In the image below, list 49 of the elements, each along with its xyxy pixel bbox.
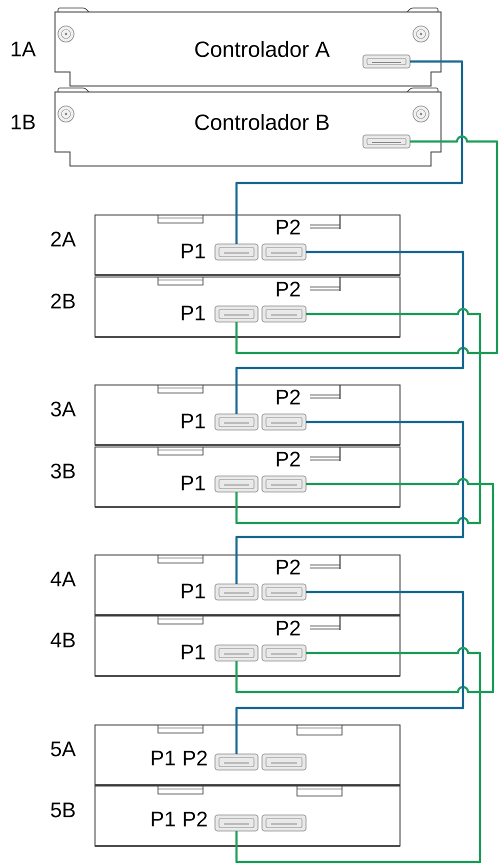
connector-port xyxy=(262,476,306,492)
port-label: P2 xyxy=(276,390,300,404)
connector-port xyxy=(214,414,258,430)
port-label: P1 xyxy=(182,644,205,660)
port-label: P1 xyxy=(182,244,205,258)
cable xyxy=(235,308,482,524)
unit-label: 4A xyxy=(50,572,76,586)
connector-port xyxy=(262,814,306,832)
port-label: P2 xyxy=(276,452,300,466)
cable xyxy=(235,590,464,754)
unit-label: 3A xyxy=(50,402,76,416)
connector-port xyxy=(262,414,306,430)
port-label: P1 xyxy=(182,476,205,490)
connector-port xyxy=(262,584,306,600)
connector-port xyxy=(262,754,306,770)
connector-port xyxy=(262,306,306,322)
connector-port xyxy=(214,814,258,832)
cable xyxy=(235,135,498,354)
connector-port xyxy=(262,244,306,260)
unit-label: 2A xyxy=(51,232,76,246)
connector-port xyxy=(214,644,258,662)
connector-port xyxy=(214,244,258,260)
connector-port xyxy=(262,644,306,662)
unit-label: 2B xyxy=(51,294,75,308)
connector-port xyxy=(214,476,258,492)
unit-label: 5B xyxy=(51,802,75,818)
port-label: P2 xyxy=(184,812,207,826)
unit-label: 5A xyxy=(51,742,76,756)
unit-label: 1A xyxy=(12,42,36,56)
cable xyxy=(235,420,464,584)
port-label: P2 xyxy=(184,750,207,766)
cable xyxy=(235,478,494,694)
unit-label: 4B xyxy=(50,632,75,648)
unit-label: 3B xyxy=(50,464,75,478)
port-label: P2 xyxy=(276,620,300,636)
port-label: P2 xyxy=(276,282,300,296)
cable xyxy=(235,646,482,864)
connector-port xyxy=(214,754,258,770)
port-label: P1 xyxy=(182,306,205,320)
connector-port xyxy=(214,584,258,600)
port-label: P2 xyxy=(276,560,300,574)
port-label: P2 xyxy=(276,220,300,234)
port-label: P1 xyxy=(152,750,175,766)
port-label: P1 xyxy=(152,812,175,826)
unit-label: 1B xyxy=(12,114,35,130)
connector-port xyxy=(214,306,258,322)
cable xyxy=(235,250,464,414)
port-label: P1 xyxy=(182,414,205,428)
port-label: P1 xyxy=(182,584,205,598)
